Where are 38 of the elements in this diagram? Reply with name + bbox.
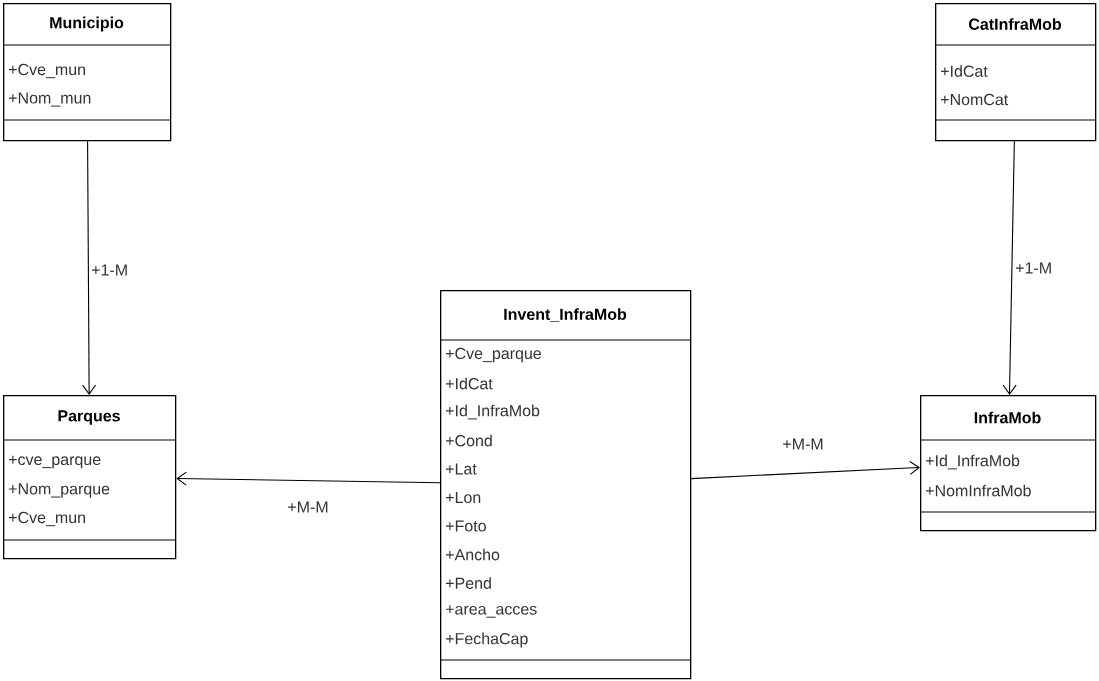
arrow <box>690 460 920 480</box>
attribute: +NomInfraMob <box>926 484 1031 497</box>
attribute: +FechaCap <box>446 632 528 648</box>
class-box <box>934 3 1097 142</box>
attribute: +area_acces <box>446 605 537 618</box>
arrow <box>1002 140 1017 395</box>
attribute: +IdCat <box>941 65 988 77</box>
edge-label: +M-M <box>781 437 825 451</box>
attribute: +cve_parque <box>9 455 101 469</box>
edge-label: +1-M <box>90 263 130 277</box>
class-name: Municipio <box>50 16 124 32</box>
attribute: +Id_InfraMob <box>926 454 1020 470</box>
class-name: Invent_InfraMob <box>504 308 627 322</box>
attribute: +IdCat <box>446 377 493 390</box>
attribute: +Pend <box>446 577 491 589</box>
class-box <box>2 395 177 560</box>
attribute: +Nom_parque <box>9 483 110 498</box>
attribute: +Foto <box>446 520 486 532</box>
attribute: +NomCat <box>941 93 1009 106</box>
attribute: +Lat <box>446 463 477 475</box>
arrow <box>82 140 97 395</box>
class-box <box>439 290 692 680</box>
attribute: +Ancho <box>446 548 500 561</box>
class-name: InfraMob <box>974 411 1041 424</box>
attribute: +Id_InfraMob <box>446 404 540 420</box>
arrow <box>176 471 441 486</box>
attribute: +Nom_mun <box>9 92 91 107</box>
edge-label: +M-M <box>286 500 330 514</box>
attribute: +Cve_parque <box>446 347 541 363</box>
attribute: +Cond <box>446 434 492 447</box>
attribute: +Lon <box>446 491 481 504</box>
class-name: Parques <box>58 410 120 425</box>
attribute: +Cve_mun <box>9 63 85 79</box>
edge-label: +1-M <box>1014 261 1054 275</box>
class-box <box>919 395 1097 532</box>
attribute: +Cve_mun <box>9 511 85 527</box>
class-box <box>2 3 172 142</box>
class-name: CatInfraMob <box>969 18 1061 30</box>
